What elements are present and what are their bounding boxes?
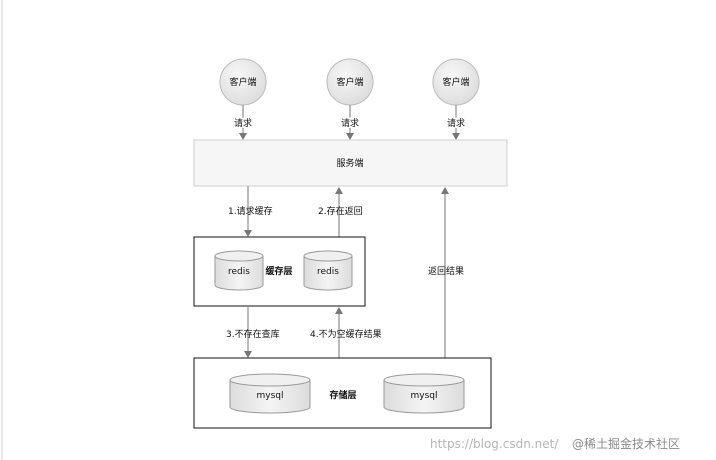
- watermark-brand: @稀土掘金技术社区: [572, 436, 680, 451]
- redis-label-2: redis: [317, 267, 339, 277]
- client-label-2: 客户端: [336, 76, 363, 88]
- client-label-3: 客户端: [442, 76, 469, 88]
- flow-label-step4: 4.不为空缓存结果: [310, 328, 382, 340]
- flow-label-step2: 2.存在返回: [318, 205, 363, 217]
- request-label-2: 请求: [341, 117, 359, 129]
- mysql-label-2: mysql: [411, 391, 438, 401]
- watermark-url: https://blog.csdn.net/: [430, 437, 559, 451]
- mysql-cylinder-1: mysql: [229, 373, 311, 414]
- cache-layer-label: 缓存层: [265, 265, 292, 277]
- client-node-3: 客户端: [432, 58, 480, 106]
- mysql-label-1: mysql: [257, 391, 284, 401]
- request-label-3: 请求: [447, 117, 465, 129]
- client-node-2: 客户端: [326, 58, 374, 106]
- client-node-1: 客户端: [219, 58, 267, 106]
- mysql-cylinder-2: mysql: [383, 373, 465, 414]
- redis-cylinder-1: redis: [214, 250, 264, 291]
- server-label: 服务端: [336, 157, 363, 169]
- redis-cylinder-2: redis: [303, 250, 353, 291]
- storage-layer-label: 存储层: [329, 389, 356, 401]
- redis-label-1: redis: [228, 267, 250, 277]
- server-box: [193, 139, 508, 187]
- flow-label-return: 返回结果: [428, 265, 464, 277]
- flow-label-step1: 1.请求缓存: [228, 205, 273, 217]
- request-label-1: 请求: [234, 117, 252, 129]
- client-label-1: 客户端: [229, 76, 256, 88]
- flow-label-step3: 3.不存在查库: [226, 328, 280, 340]
